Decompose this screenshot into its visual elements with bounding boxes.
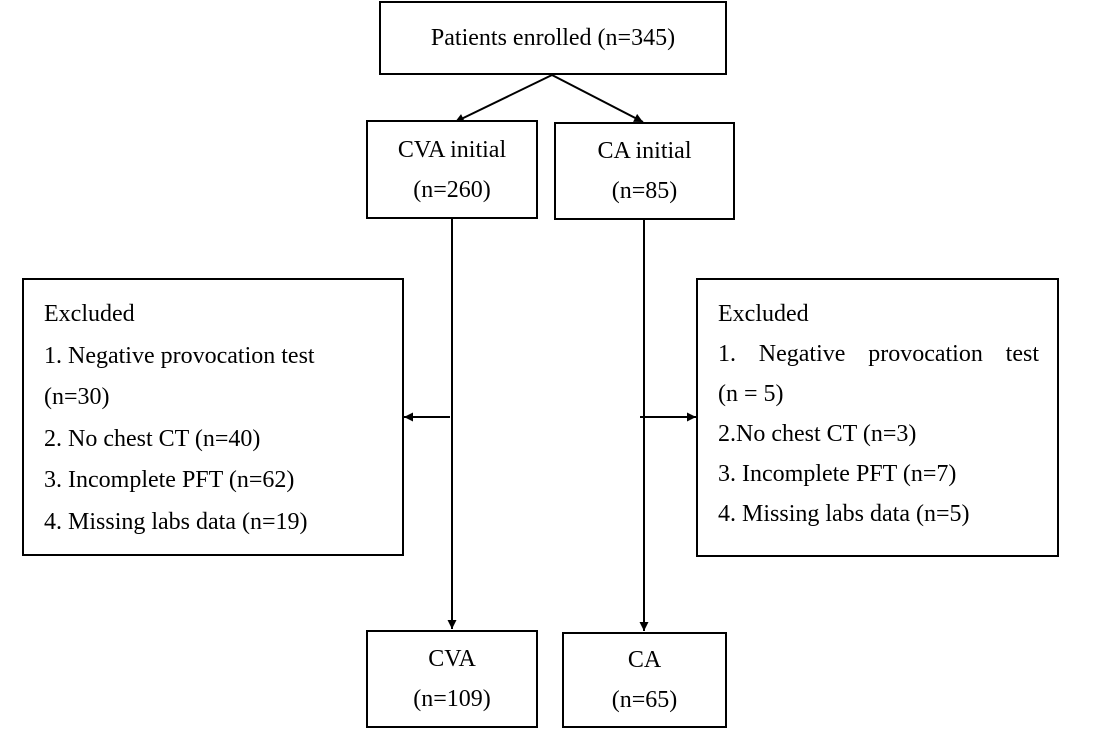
ca-initial-label: CA initial bbox=[597, 138, 692, 164]
word: test bbox=[1005, 341, 1039, 367]
ca-final-count: (n=65) bbox=[611, 687, 678, 713]
cva-final-count: (n=109) bbox=[413, 686, 491, 712]
right-excluded-item: 4. Missing labs data (n=5) bbox=[718, 501, 970, 527]
cva-initial-label: CVA initial bbox=[397, 136, 507, 163]
word: 1. bbox=[718, 341, 736, 367]
right-excluded-item: (n = 5) bbox=[718, 381, 784, 407]
ca-initial-box: CA initial (n=85) bbox=[554, 122, 735, 220]
flow-lines bbox=[404, 218, 696, 631]
cva-final-box: CVA (n=109) bbox=[366, 630, 538, 728]
ca-final-box: CA (n=65) bbox=[562, 632, 727, 728]
arrow-to-ca-initial bbox=[551, 74, 644, 123]
patients-enrolled-box: Patients enrolled (n=345) bbox=[379, 1, 727, 75]
left-excluded-item: 2. No chest CT (n=40) bbox=[44, 425, 261, 452]
cva-initial-box: CVA initial (n=260) bbox=[366, 120, 538, 219]
right-excluded-item: 3. Incomplete PFT (n=7) bbox=[718, 461, 957, 487]
left-excluded-item: 1. Negative provocation test bbox=[44, 342, 315, 369]
left-excluded-item: (n=30) bbox=[44, 384, 110, 410]
right-excluded-item-justified: 1. Negative provocation test bbox=[718, 334, 1039, 374]
left-excluded-title: Excluded bbox=[44, 301, 135, 327]
right-excluded-title: Excluded bbox=[718, 301, 809, 327]
ca-initial-count: (n=85) bbox=[611, 178, 678, 204]
left-excluded-box: Excluded 1. Negative provocation test (n… bbox=[22, 278, 404, 556]
right-excluded-item: 2.No chest CT (n=3) bbox=[718, 421, 917, 447]
word: provocation bbox=[868, 341, 983, 367]
ca-final-label: CA bbox=[627, 647, 662, 673]
arrow-to-cva-initial bbox=[454, 74, 553, 123]
word: Negative bbox=[758, 341, 846, 367]
cva-initial-count: (n=260) bbox=[413, 176, 491, 203]
split-arrows bbox=[454, 74, 644, 123]
patients-enrolled-label: Patients enrolled (n=345) bbox=[430, 25, 676, 51]
left-excluded-item: 3. Incomplete PFT (n=62) bbox=[44, 467, 295, 493]
right-excluded-box: Excluded 1. Negative provocation test (n… bbox=[696, 278, 1059, 557]
left-excluded-item: 4. Missing labs data (n=19) bbox=[44, 508, 308, 535]
cva-final-label: CVA bbox=[428, 646, 476, 672]
